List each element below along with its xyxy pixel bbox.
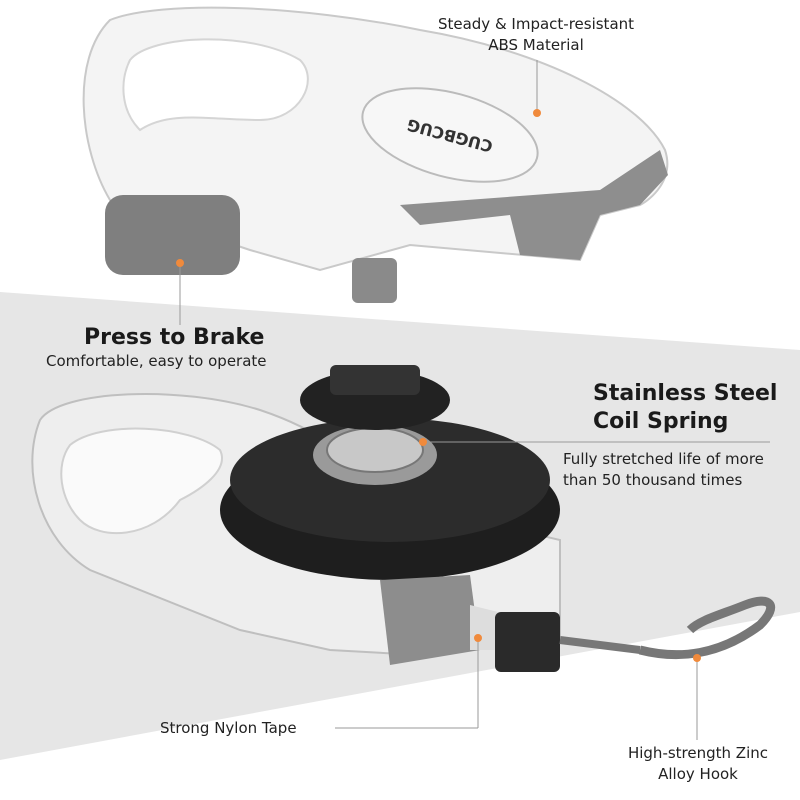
abs-material-callout: Steady & Impact-resistant ABS Material bbox=[426, 14, 646, 56]
hook-line2: Alloy Hook bbox=[658, 765, 738, 783]
spring-title-line2: Coil Spring bbox=[593, 409, 729, 434]
abs-line2: ABS Material bbox=[488, 36, 584, 54]
callout-leaders bbox=[179, 60, 770, 740]
abs-line1: Steady & Impact-resistant bbox=[437, 15, 635, 33]
spring-desc-line2: than 50 thousand times bbox=[563, 471, 743, 489]
hook-callout: High-strength Zinc Alloy Hook bbox=[608, 743, 788, 785]
hook-line1: High-strength Zinc bbox=[627, 744, 769, 762]
brake-subtitle: Comfortable, easy to operate bbox=[46, 352, 267, 370]
callout-dots bbox=[176, 109, 701, 662]
spring-desc-line1: Fully stretched life of more bbox=[563, 450, 764, 468]
leash-handle-top: CUGBCUG bbox=[82, 6, 669, 303]
leash-housing-open bbox=[31, 365, 776, 672]
spring-title-line1: Stainless Steel bbox=[593, 381, 778, 406]
spring-desc: Fully stretched life of more than 50 tho… bbox=[563, 449, 764, 491]
brake-title: Press to Brake bbox=[84, 325, 265, 350]
nylon-tape-label: Strong Nylon Tape bbox=[160, 719, 297, 737]
